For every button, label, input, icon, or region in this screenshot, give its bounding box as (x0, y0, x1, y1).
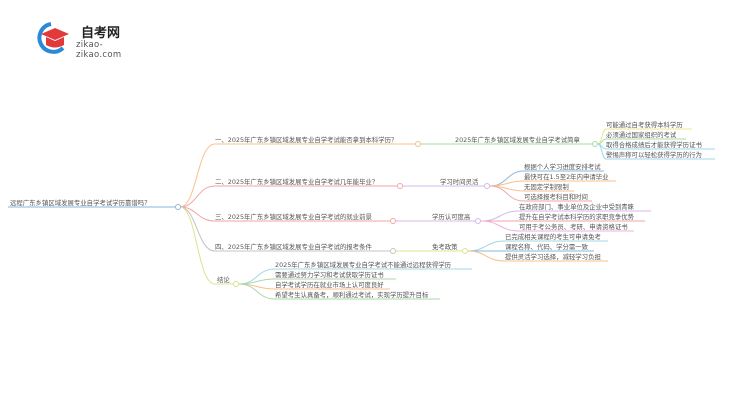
leaf[interactable]: 课程名称、代码、学分需一致 (505, 243, 589, 251)
leaf[interactable]: 可能通过自考获得本科学历 (606, 121, 683, 129)
leaf[interactable]: 已完成相关课程的考生可申请免考 (505, 233, 601, 241)
leaf[interactable]: 根据个人学习进度安排考试 (524, 163, 601, 171)
leaf[interactable]: 在政府部门、事业单位及企业中受到青睐 (519, 203, 635, 211)
sub-node-3 (475, 218, 481, 224)
branch-node-1 (415, 141, 421, 147)
connector-leaf (467, 250, 608, 262)
connector-b5 (179, 206, 233, 285)
leaf[interactable]: 提升在自学考试本科学历的求职竞争优势 (519, 213, 635, 221)
root-topic[interactable]: 远程广东乡镇区域发展专业自学考试学历靠谱吗？ (10, 199, 151, 207)
sub-topic-4[interactable]: 免考政策 (432, 243, 458, 251)
connector-b2 (179, 185, 397, 208)
connector-leaf (238, 283, 440, 300)
sub-topic-1[interactable]: 2025年广东乡镇区域发展专业自学考试简章 (455, 136, 580, 144)
leaf[interactable]: 2025年广东乡镇区域发展专业自学考试不能通过远程获得学历 (275, 261, 452, 269)
sub-topic-2[interactable]: 学习时间灵活 (440, 178, 479, 186)
root-node (175, 204, 181, 210)
leaf[interactable]: 需要通过努力学习和考试获取学历证书 (275, 271, 384, 279)
sub-node-4 (462, 248, 468, 254)
branch-5[interactable]: 结论 (217, 276, 230, 284)
leaf[interactable]: 提供灵活学习选择，减轻学习负担 (505, 253, 601, 261)
branch-node-2 (397, 183, 403, 189)
connector-b4 (179, 206, 390, 252)
connector-leaf (480, 220, 634, 232)
leaf[interactable]: 无固定学制限制 (524, 183, 569, 191)
graduation-cap-icon (37, 22, 69, 54)
leaf[interactable]: 取得合格成绩后才能获得学历证书 (606, 141, 702, 149)
sub-topic-3[interactable]: 学历认可度高 (432, 213, 471, 221)
branch-3[interactable]: 三、2025年广东乡镇区域发展专业自学考试的就业前景 (215, 213, 372, 221)
connector-leaf (597, 143, 715, 160)
branch-node-3 (390, 218, 396, 224)
sub-node-2 (484, 183, 490, 189)
logo-title: 自考网 (81, 26, 121, 41)
connector-b3 (179, 206, 390, 222)
leaf[interactable]: 最快可在1.5至2年内申请毕业 (524, 173, 609, 181)
leaf[interactable]: 希望考生认真备考，顺利通过考试，实现学历提升目标 (275, 291, 429, 299)
branch-4[interactable]: 四、2025年广东乡镇区域发展专业自学考试的报考条件 (215, 243, 372, 251)
branch-2[interactable]: 二、2025年广东乡镇区域发展专业自学考试几年能毕业？ (215, 178, 379, 186)
branch-1[interactable]: 一、2025年广东乡镇区域发展专业自学考试能否拿到本科学历？ (215, 136, 398, 144)
logo-url: zikao-zikao.com (76, 40, 122, 60)
logo: 自考网 zikao-zikao.com (33, 20, 143, 60)
leaf[interactable]: 必须通过国家组织的考试 (606, 131, 677, 139)
leaf[interactable]: 可选择报考科目和时间 (524, 193, 588, 201)
leaf[interactable]: 自学考试学历在就业市场上认可度良好 (275, 281, 384, 289)
connector-b1 (179, 143, 415, 208)
leaf[interactable]: 警惕声称可以轻松获得学历的行为 (606, 151, 702, 159)
branch-node-4 (390, 248, 396, 254)
leaf[interactable]: 可用于考公务员、考研、申请资格证书 (519, 223, 628, 231)
connector-leaf (489, 185, 592, 202)
sub-node-1 (592, 141, 598, 147)
branch-node-5 (233, 281, 239, 287)
